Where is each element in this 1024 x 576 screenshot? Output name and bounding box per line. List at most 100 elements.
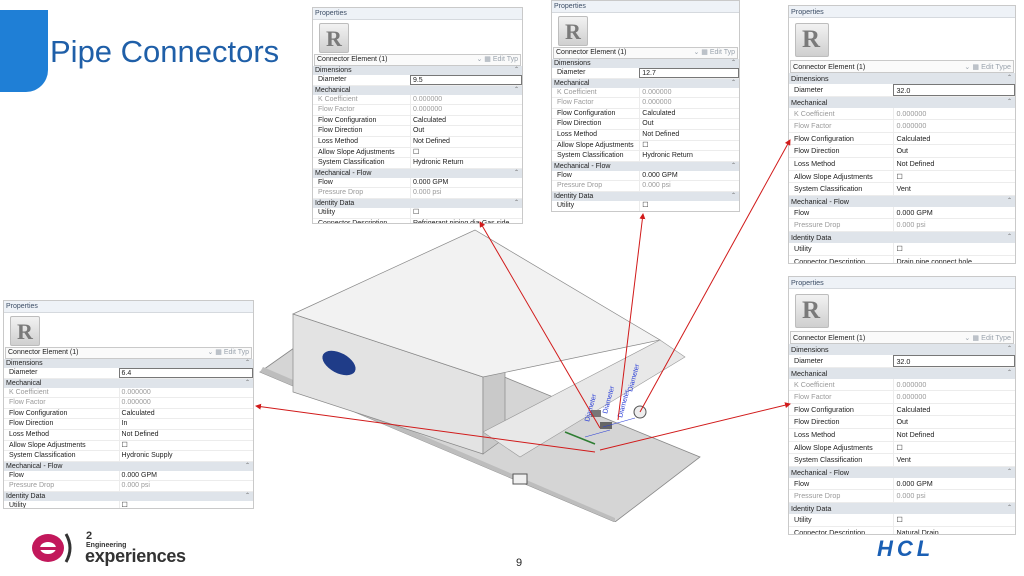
edit-type-button[interactable]: ⌄ ▦ Edit Typ — [207, 349, 249, 356]
property-group-header[interactable]: Mechanical - Flow — [789, 195, 1015, 207]
property-group-header[interactable]: Mechanical — [313, 85, 522, 95]
property-value: Refrigerant piping dia-Gas side — [409, 218, 522, 223]
property-key: Diameter — [794, 85, 824, 94]
property-key: K Coefficient — [318, 95, 358, 103]
property-group-header[interactable]: Identity Data — [4, 491, 253, 501]
property-group-header[interactable]: Identity Data — [789, 231, 1015, 243]
property-group-header[interactable]: Identity Data — [313, 198, 522, 208]
connector-pipe-2 — [600, 422, 612, 429]
property-value: 0.000000 — [893, 391, 1015, 403]
property-key: Flow Direction — [794, 146, 840, 156]
property-key: Pressure Drop — [9, 482, 55, 490]
revit-logo: R — [4, 313, 253, 347]
property-group-header[interactable]: Mechanical — [552, 78, 739, 88]
property-value: Vent — [893, 183, 1015, 195]
property-key: Allow Slope Adjustments — [557, 141, 634, 149]
property-key: Flow — [318, 178, 333, 186]
property-value: ☐ — [893, 513, 1015, 526]
property-key: Loss Method — [557, 130, 598, 138]
e2-line1: Engineering — [86, 542, 127, 549]
revit-r-icon: R — [795, 294, 829, 328]
property-key: Loss Method — [794, 429, 836, 439]
property-value: ☐ — [409, 147, 522, 158]
property-group-header[interactable]: Mechanical - Flow — [552, 161, 739, 171]
property-value[interactable]: 6.4 — [118, 368, 253, 378]
property-key: K Coefficient — [557, 88, 597, 96]
property-value: Calculated — [893, 132, 1015, 145]
property-key: Utility — [794, 243, 812, 253]
property-value: ☐ — [893, 242, 1015, 255]
property-row: Utility☐ — [552, 200, 739, 211]
connector-pipe-1 — [591, 410, 601, 417]
property-key: Flow Configuration — [318, 116, 377, 124]
property-value[interactable]: 12.7 — [639, 68, 739, 78]
property-value: 0.000000 — [409, 94, 522, 105]
property-value: 0.000000 — [893, 107, 1015, 120]
arrow-to-left — [255, 403, 596, 453]
property-key: Connector Description — [794, 527, 866, 535]
property-value: ☐ — [118, 500, 253, 508]
property-key: Flow Direction — [9, 420, 54, 428]
revit-logo: R — [789, 289, 1015, 331]
property-key: Flow Configuration — [794, 133, 854, 143]
property-group-header[interactable]: Mechanical - Flow — [789, 466, 1015, 478]
property-row: Allow Slope Adjustments☐ — [789, 170, 1015, 184]
property-group-header[interactable]: Mechanical — [4, 378, 253, 388]
property-key: Utility — [9, 501, 27, 509]
property-group-header[interactable]: Dimensions — [4, 359, 253, 368]
revit-r-icon: R — [10, 316, 40, 346]
property-group-header[interactable]: Dimensions — [552, 59, 739, 68]
property-key: Pressure Drop — [318, 189, 364, 197]
hcl-logo: HCL — [873, 536, 995, 564]
property-value: Out — [893, 416, 1015, 428]
property-key: Allow Slope Adjustments — [318, 148, 395, 156]
property-value: Calculated — [118, 408, 253, 419]
edit-type-button[interactable]: ⌄ ▦ Edit Type — [964, 333, 1011, 342]
revit-logo: R — [789, 18, 1015, 60]
property-key: Connector Description — [794, 256, 866, 264]
property-group-header[interactable]: Dimensions — [313, 66, 522, 75]
property-group-header[interactable]: Mechanical - Flow — [313, 168, 522, 178]
property-row: Allow Slope Adjustments☐ — [789, 441, 1015, 455]
property-key: Diameter — [9, 369, 38, 376]
property-group-header[interactable]: Identity Data — [789, 502, 1015, 514]
property-group-header[interactable]: Mechanical — [789, 367, 1015, 379]
property-key: Flow Direction — [794, 417, 840, 427]
property-row: Flow Configuration Calculated — [789, 132, 1015, 146]
properties-title: Properties — [313, 8, 522, 20]
revit-r-icon: R — [795, 23, 829, 57]
revit-r-icon: R — [558, 16, 588, 46]
property-value: ☐ — [639, 200, 739, 211]
property-key: Flow Factor — [557, 99, 594, 107]
property-group-header[interactable]: Mechanical - Flow — [4, 461, 253, 471]
edit-type-button[interactable]: ⌄ ▦ Edit Typ — [693, 49, 735, 56]
property-value: Hydronic Return — [639, 151, 739, 161]
property-group-header[interactable]: Dimensions — [789, 344, 1015, 355]
property-key: Flow Configuration — [557, 109, 616, 117]
title-accent-bar — [0, 10, 48, 92]
property-value: Hydronic Supply — [118, 451, 253, 461]
property-group-header[interactable]: Dimensions — [789, 73, 1015, 84]
property-value: ☐ — [893, 441, 1015, 454]
edit-type-button[interactable]: ⌄ ▦ Edit Type — [964, 62, 1011, 71]
edit-type-button[interactable]: ⌄ ▦ Edit Typ — [476, 56, 518, 63]
property-value[interactable]: 32.0 — [893, 84, 1015, 96]
property-group-header[interactable]: Mechanical — [789, 96, 1015, 108]
property-value[interactable]: 32.0 — [893, 355, 1015, 367]
property-value[interactable]: 9.5 — [409, 75, 522, 85]
property-group-header[interactable]: Identity Data — [552, 191, 739, 201]
property-key: Allow Slope Adjustments — [794, 171, 873, 181]
property-key: Flow Configuration — [794, 404, 854, 414]
properties-title: Properties — [4, 301, 253, 313]
